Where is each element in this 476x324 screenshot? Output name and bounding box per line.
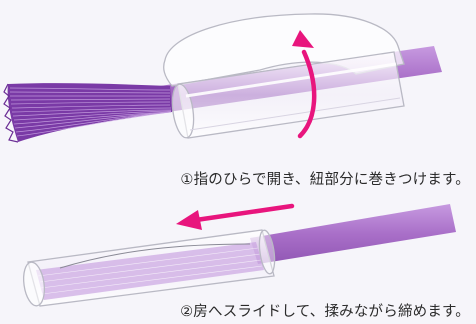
step2-illustration — [22, 203, 456, 307]
step2-caption: ②房へスライドして、揉みながら締めます。 — [180, 304, 470, 320]
step1-illustration — [3, 13, 442, 143]
step1-clear-tube — [171, 51, 405, 139]
left-arrow-icon — [176, 203, 295, 230]
curved-arrow-up-icon — [292, 30, 317, 139]
step2-cord — [250, 204, 456, 264]
step2-clear-tube — [22, 229, 276, 307]
step1-finger-sleeve — [163, 13, 405, 87]
step1-caption: ①指のひらで開き、紐部分に巻きつけます。 — [180, 172, 470, 188]
step1-tassel — [3, 83, 172, 143]
